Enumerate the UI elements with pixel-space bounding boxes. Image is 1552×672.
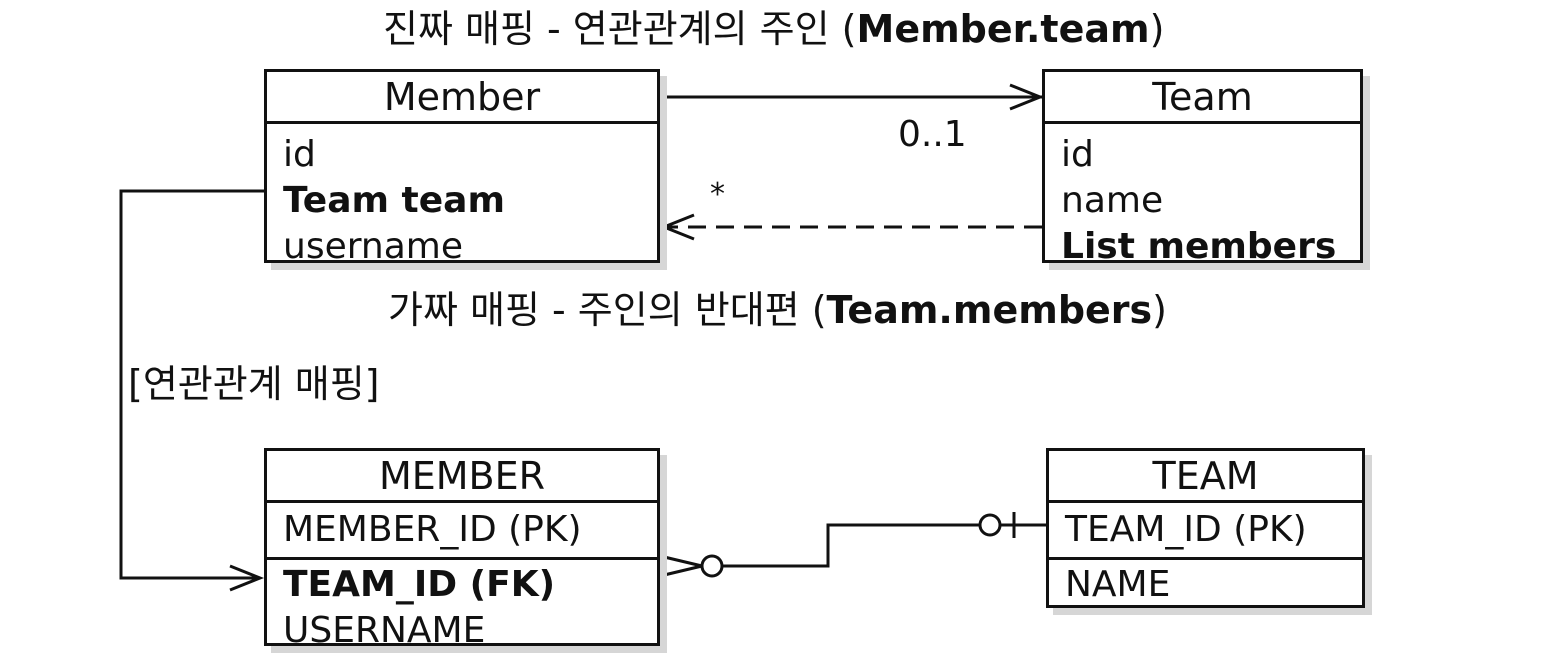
team-table-name: TEAM bbox=[1049, 451, 1362, 503]
member-class: Member id Team team username bbox=[264, 69, 660, 267]
team-class: Team id name List members bbox=[1042, 69, 1363, 267]
member-field-username: username bbox=[283, 226, 463, 267]
zero-circle-one-icon bbox=[978, 513, 1002, 537]
zero-circle-many-icon bbox=[700, 554, 724, 578]
crows-foot-lower bbox=[659, 564, 703, 578]
multiplicity-team: 0..1 bbox=[898, 114, 967, 155]
member-table-fk: TEAM_ID (FK) bbox=[283, 564, 556, 605]
er-relation-line bbox=[723, 523, 1046, 568]
multiplicity-member: * bbox=[710, 177, 725, 212]
team-field-name: name bbox=[1061, 180, 1164, 221]
arrowhead-member-icon bbox=[659, 213, 695, 241]
fake-mapping-label: 가짜 매핑 - 주인의 반대편 (Team.members) bbox=[388, 288, 1167, 332]
team-table: TEAM TEAM_ID (PK) NAME bbox=[1046, 448, 1365, 608]
team-field-members: List members bbox=[1061, 226, 1337, 267]
member-field-team: Team team bbox=[283, 180, 505, 221]
team-field-id: id bbox=[1061, 134, 1094, 175]
member-table-pk: MEMBER_ID (PK) bbox=[283, 509, 582, 550]
mapping-line bbox=[119, 189, 264, 580]
member-table-username: USERNAME bbox=[283, 610, 486, 651]
team-class-name: Team bbox=[1045, 72, 1360, 124]
team-table-name-column: NAME bbox=[1065, 564, 1171, 605]
arrowhead-team-icon bbox=[1009, 83, 1045, 111]
association-mapping-label: [연관관계 매핑] bbox=[128, 362, 380, 406]
arrowhead-fk-icon bbox=[229, 564, 265, 592]
team-table-pk: TEAM_ID (PK) bbox=[1065, 509, 1307, 550]
member-table: MEMBER MEMBER_ID (PK) TEAM_ID (FK) USERN… bbox=[264, 448, 660, 651]
member-table-name: MEMBER bbox=[267, 451, 657, 503]
member-field-id: id bbox=[283, 134, 316, 175]
real-mapping-label: 진짜 매핑 - 연관관계의 주인 (Member.team) bbox=[383, 7, 1165, 51]
member-class-name: Member bbox=[267, 72, 657, 124]
crows-foot-upper bbox=[659, 554, 703, 568]
